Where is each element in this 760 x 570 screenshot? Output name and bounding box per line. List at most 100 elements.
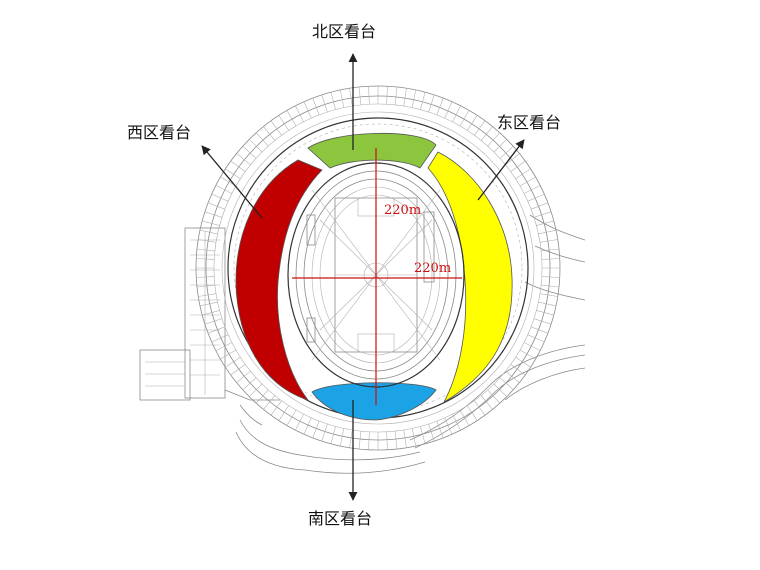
ring-tick: [527, 334, 545, 343]
south-stand-label: 南区看台: [308, 509, 372, 528]
ring-tick: [541, 284, 560, 288]
east-arrow: [477, 139, 525, 201]
ring-tick: [510, 160, 526, 172]
ring-tick: [321, 423, 328, 442]
ring-tick: [436, 420, 444, 439]
ring-tick: [368, 86, 370, 105]
ring-tick: [236, 370, 251, 383]
ring-tick: [303, 417, 312, 435]
ring-tick: [330, 92, 336, 110]
ring-tick: [358, 431, 362, 450]
ring-tick: [196, 248, 215, 252]
ring-tick: [428, 94, 435, 113]
seating-stands: [235, 132, 513, 421]
ring-tick: [263, 126, 276, 141]
ring-tick: [312, 420, 320, 439]
south-stand: [311, 382, 437, 421]
ring-tick: [474, 120, 486, 136]
ring-tick: [530, 326, 549, 334]
north-stand-label: 北区看台: [312, 22, 376, 41]
ring-tick: [452, 413, 461, 431]
ring-tick: [499, 145, 514, 159]
ring-tick: [533, 318, 552, 325]
ring-tick: [225, 168, 241, 179]
ring-tick: [459, 110, 470, 127]
ring-tick: [202, 310, 220, 316]
ring-tick: [487, 389, 501, 404]
ring-tick: [215, 185, 233, 194]
ring-tick: [220, 349, 237, 360]
ring-tick: [278, 115, 289, 131]
ring-tick: [196, 258, 215, 260]
ring-tick: [428, 423, 435, 442]
ring-tick: [236, 153, 251, 166]
ring-tick: [255, 389, 269, 404]
ring-tick: [510, 364, 526, 376]
ring-tick: [204, 318, 223, 325]
ring-tick: [538, 229, 557, 235]
horizontal-dimension-label: 220m: [414, 261, 451, 276]
ring-tick: [519, 349, 536, 360]
ring-tick: [207, 202, 226, 210]
ring-tick: [444, 101, 453, 119]
ring-tick: [541, 248, 560, 252]
ring-tick: [523, 342, 541, 351]
west-stand: [235, 159, 323, 401]
west-stand-label: 西区看台: [127, 123, 191, 142]
ring-tick: [270, 400, 282, 416]
ring-tick: [505, 370, 520, 383]
ring-tick: [303, 101, 312, 119]
ring-tick: [207, 326, 226, 334]
ring-tick: [255, 132, 269, 147]
site-roads: [235, 214, 586, 474]
east-stand: [427, 151, 513, 404]
ring-tick: [493, 383, 507, 397]
ring-tick: [539, 239, 558, 243]
ring-tick: [225, 357, 241, 368]
ring-tick: [539, 293, 558, 297]
ring-tick: [230, 364, 246, 376]
ring-tick: [436, 97, 444, 116]
ring-tick: [286, 110, 297, 127]
ring-tick: [467, 115, 478, 131]
ring-tick: [358, 86, 362, 105]
ring-tick: [295, 105, 304, 123]
ring-tick: [196, 276, 215, 278]
ring-tick: [474, 400, 486, 416]
ring-tick: [523, 185, 541, 194]
ring-tick: [312, 97, 320, 116]
ring-tick: [202, 220, 220, 226]
ring-tick: [199, 301, 218, 307]
ring-tick: [403, 88, 407, 107]
ring-tick: [505, 153, 520, 166]
ring-tick: [198, 239, 217, 243]
vertical-dimension-label: 220m: [384, 203, 421, 218]
ring-tick: [215, 342, 233, 351]
ring-tick: [394, 86, 398, 105]
ring-tick: [515, 357, 531, 368]
ring-tick: [541, 258, 560, 260]
ring-tick: [394, 431, 398, 450]
ring-tick: [499, 377, 514, 391]
ring-tick: [530, 202, 549, 210]
ring-tick: [204, 211, 223, 218]
ring-tick: [386, 431, 388, 450]
ring-tick: [249, 139, 263, 153]
ring-tick: [211, 193, 229, 202]
ring-tick: [541, 276, 560, 278]
ring-tick: [349, 429, 353, 448]
ring-tick: [411, 428, 417, 447]
label-arrows: [201, 53, 525, 501]
ring-tick: [349, 88, 353, 107]
ring-tick: [480, 126, 493, 141]
ring-tick: [459, 409, 470, 426]
ring-tick: [230, 160, 246, 172]
ring-tick: [199, 229, 218, 235]
ring-tick: [420, 92, 426, 110]
ring-tick: [403, 429, 407, 448]
ring-tick: [249, 383, 263, 397]
ring-tick: [515, 168, 531, 179]
outer-ring-ticks: [196, 86, 560, 450]
north-stand: [307, 132, 437, 169]
ring-tick: [527, 193, 545, 202]
